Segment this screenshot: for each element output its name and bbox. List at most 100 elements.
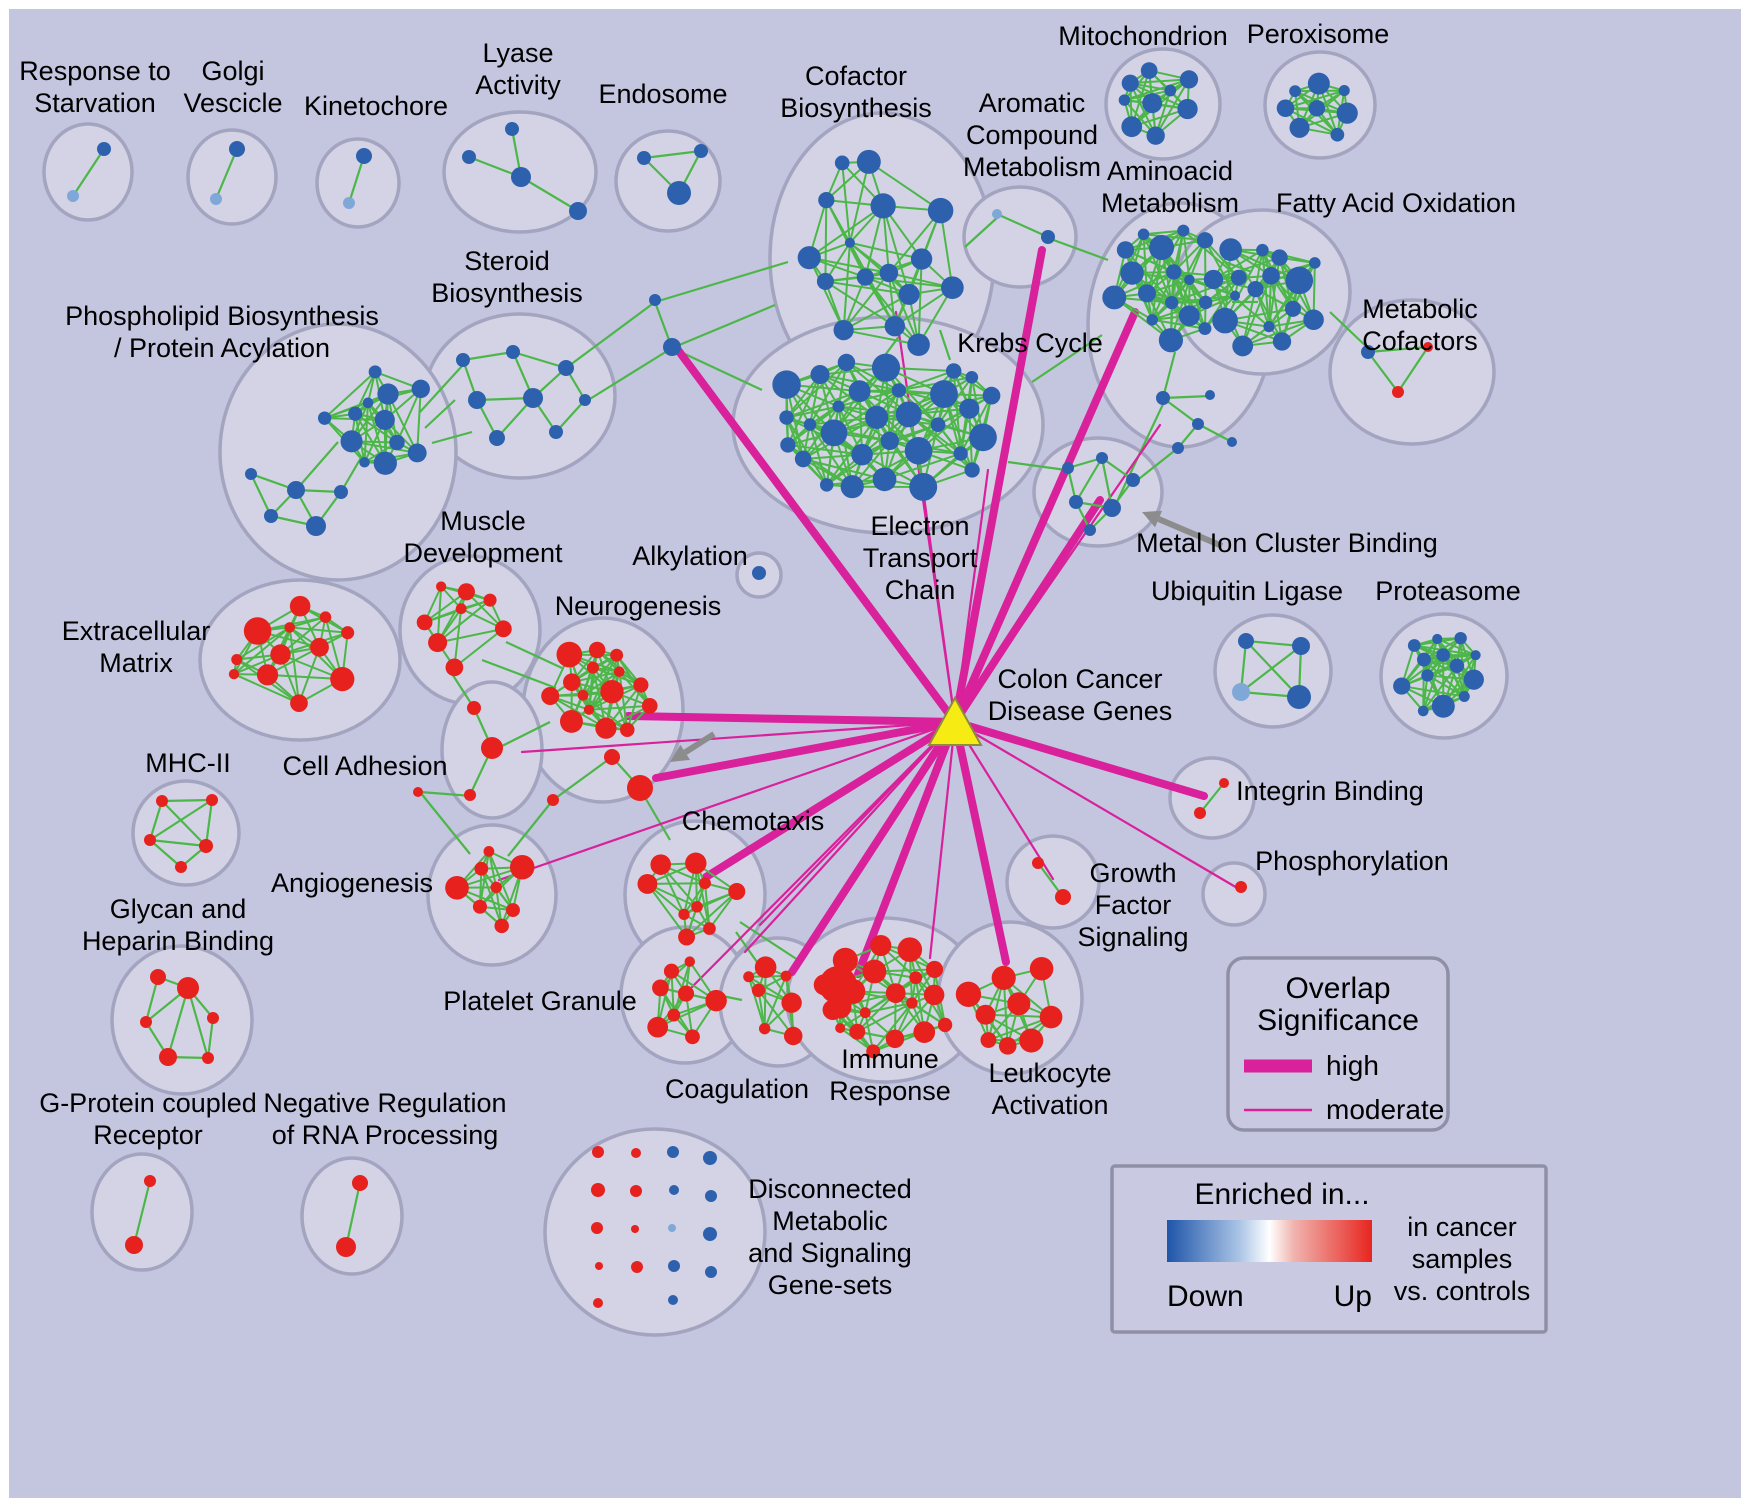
overlap-edge-inter: [505, 641, 563, 669]
gene-set-node: [583, 704, 595, 715]
cluster-label-coagulation: Coagulation: [665, 1074, 809, 1104]
gene-set-node: [175, 861, 187, 873]
gene-set-node: [1194, 807, 1206, 819]
overlap-edge-inter: [431, 430, 473, 445]
gene-set-node: [156, 795, 168, 807]
gene-set-node: [457, 583, 475, 601]
overlap-edge: [819, 373, 878, 419]
gene-set-node: [1232, 335, 1254, 357]
overlap-edge-inter: [938, 329, 952, 361]
cluster-label-metal-ion-cluster-binding: Metal Ion Cluster Binding: [1136, 528, 1438, 558]
gene-set-node: [1116, 241, 1135, 259]
overlap-edge: [416, 388, 422, 453]
cluster-label-integrin-binding: Integrin Binding: [1236, 776, 1424, 806]
gene-set-node: [925, 960, 944, 979]
gene-set-node: [506, 345, 520, 359]
overlap-edge-inter: [654, 260, 789, 304]
gene-set-node: [1118, 94, 1131, 106]
overlap-edge: [1367, 351, 1399, 393]
gene-set-node: [1103, 499, 1121, 517]
cluster-ellipse-glycan-heparin-binding: [110, 944, 254, 1096]
gene-set-node: [650, 854, 672, 875]
gene-set-node: [630, 1185, 642, 1197]
disease-genes-triangle: [927, 695, 983, 746]
gene-set-node: [362, 397, 374, 409]
gene-set-node: [907, 333, 930, 357]
gene-set-node: [389, 434, 405, 451]
gene-set-node: [743, 971, 755, 983]
overlap-edge: [757, 989, 795, 1037]
gene-set-node: [1203, 269, 1224, 290]
gene-set-node: [1284, 300, 1301, 317]
gene-set-node: [177, 977, 199, 999]
overlap-edge: [289, 616, 326, 629]
overlap-edge: [1204, 277, 1240, 330]
cluster-label-kinetochore: Kinetochore: [304, 91, 448, 121]
gene-set-node: [879, 263, 899, 283]
gene-set-node: [904, 437, 933, 465]
gene-set-node: [1230, 290, 1241, 301]
gene-set-node: [1149, 235, 1175, 261]
gene-set-node: [413, 787, 423, 797]
gene-set-node: [569, 202, 587, 220]
gene-set-node: [897, 937, 923, 962]
overlap-edge: [959, 395, 993, 455]
gene-set-node: [627, 775, 653, 801]
gene-set-node: [832, 400, 845, 413]
cluster-label-proteasome: Proteasome: [1375, 576, 1521, 606]
overlap-edge: [843, 293, 910, 331]
cluster-label-phosphorylation: Phosphorylation: [1255, 846, 1449, 876]
gene-set-node: [1271, 249, 1288, 266]
overlap-edge: [347, 155, 366, 204]
gene-set-node: [678, 908, 690, 921]
overlap-edge: [1204, 240, 1207, 303]
gene-set-node: [455, 603, 467, 615]
gene-set-node: [474, 861, 489, 876]
overlap-edge: [825, 280, 910, 296]
gene-set-node: [1431, 694, 1455, 718]
overlap-edge: [898, 370, 955, 392]
overlap-edge: [849, 242, 896, 327]
gene-set-node: [97, 142, 111, 156]
disease-overlap-edge-high: [951, 718, 1010, 966]
gene-set-node: [819, 966, 857, 1004]
overlap-edge: [1262, 249, 1316, 264]
gene-set-node: [270, 644, 291, 665]
gene-set-node: [1069, 495, 1083, 509]
overlap-edge-inter: [419, 365, 463, 413]
overlap-edge-inter: [1047, 236, 1109, 262]
overlap-edge-inter: [1007, 460, 1067, 472]
overlap-edge: [344, 1182, 362, 1248]
overlap-edge: [298, 646, 321, 704]
overlap-edge: [842, 272, 890, 331]
gene-set-node: [1198, 295, 1213, 310]
gene-set-node: [930, 417, 946, 433]
disease-overlap-edge-high: [702, 718, 959, 881]
overlap-edge: [148, 800, 164, 841]
overlap-edge: [512, 350, 567, 370]
overlap-edge: [939, 210, 954, 288]
cluster-ellipse-muscle-development: [398, 554, 542, 706]
gene-set-node: [159, 1048, 177, 1066]
gene-set-node: [953, 446, 968, 461]
gene-set-node: [685, 852, 707, 874]
gene-set-node: [140, 1016, 152, 1028]
gene-set-node: [872, 467, 897, 492]
overlap-edge: [842, 242, 851, 331]
overlap-edge: [166, 987, 190, 1058]
overlap-edge: [1245, 639, 1302, 648]
gene-set-node: [1417, 705, 1429, 717]
overlap-edge: [214, 148, 239, 200]
overlap-edge: [1075, 457, 1103, 503]
gene-set-node: [991, 965, 1016, 990]
cluster-ellipse-golgi-vescicle: [186, 128, 278, 226]
gene-set-node: [703, 922, 716, 935]
gene-set-node: [334, 485, 348, 499]
overlap-edge-inter: [671, 347, 763, 391]
